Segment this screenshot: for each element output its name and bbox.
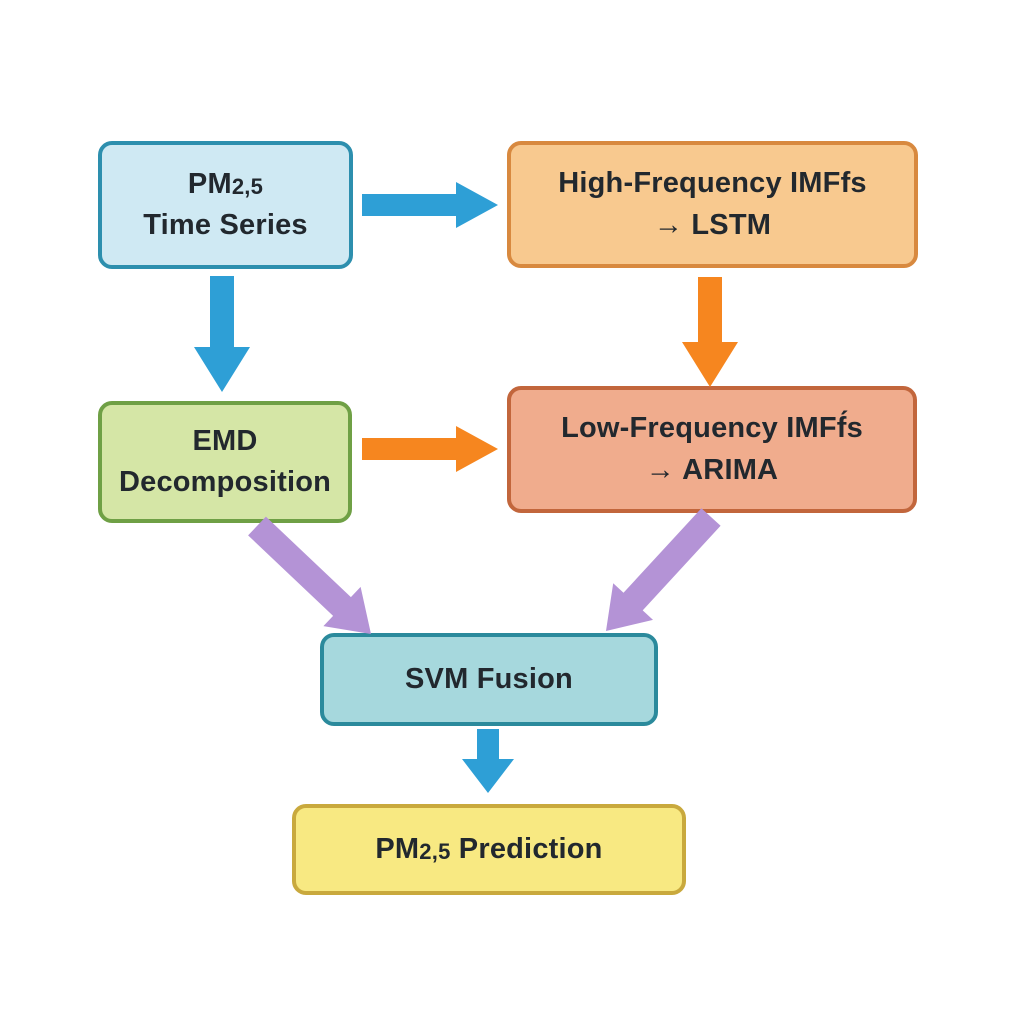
node-label-line: → LSTM	[653, 208, 772, 241]
node-label-subscript: 2,5	[231, 173, 264, 199]
node-label-line: High-Frequency IMFfs	[558, 167, 867, 200]
node-label-line: EMD	[192, 424, 258, 457]
node-label-line: → ARIMA	[645, 453, 779, 486]
node-label-text: Prediction	[450, 832, 603, 865]
node-label-text: PM	[187, 167, 232, 200]
node-label-line: PM2,5	[188, 164, 263, 205]
node-label-line: Time Series	[143, 209, 308, 241]
node-label-subscript: 2,5	[419, 839, 451, 864]
arrow-down-icon	[462, 729, 514, 793]
node-label-line: PM2,5 Prediction	[375, 829, 602, 870]
node-low-frequency-imfs-arima: Low-Frequency IMFf́s → ARIMA	[507, 386, 917, 513]
node-emd-decomposition: EMD Decomposition	[98, 401, 352, 523]
node-label-line: SVM Fusion	[405, 662, 573, 695]
arrow-diagonal-down-left-icon	[606, 508, 721, 631]
node-svm-fusion: SVM Fusion	[320, 633, 658, 726]
arrow-right-icon	[362, 426, 498, 472]
node-label-line: Low-Frequency IMFf́s	[561, 412, 863, 445]
arrow-diagonal-down-right-icon	[248, 516, 371, 634]
node-label-text: PM	[375, 832, 420, 865]
arrow-down-icon	[682, 277, 738, 387]
arrow-down-icon	[194, 276, 250, 392]
node-pm25-time-series: PM2,5 Time Series	[98, 141, 353, 269]
arrow-right-icon	[362, 182, 498, 228]
node-pm25-prediction: PM2,5 Prediction	[292, 804, 686, 895]
node-high-frequency-imfs-lstm: High-Frequency IMFfs → LSTM	[507, 141, 918, 268]
node-label-line: Decomposition	[118, 466, 332, 498]
